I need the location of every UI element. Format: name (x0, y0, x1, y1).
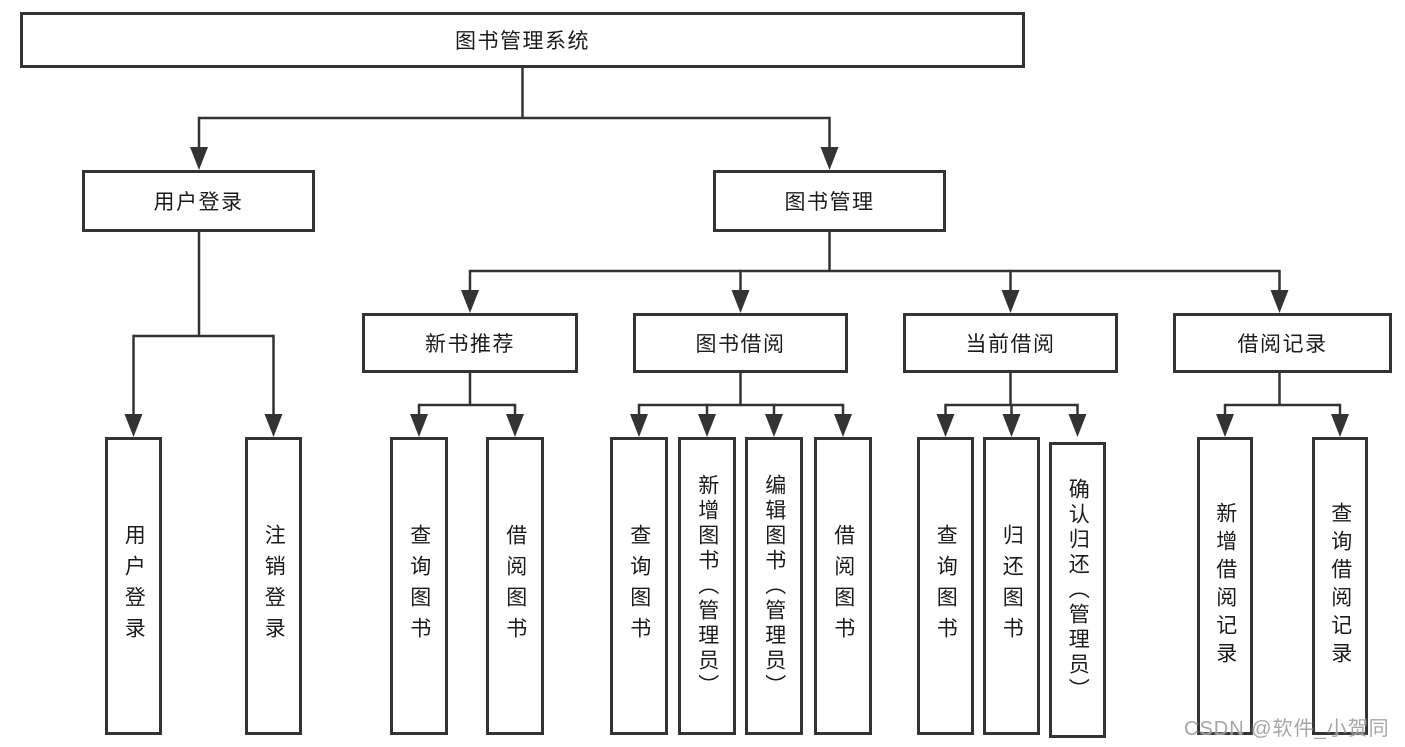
leaf-newbooks-borrow-books-label: 借阅图书 (503, 524, 527, 648)
leaf-newbooks-borrow-books: 借阅图书 (486, 437, 544, 735)
node-new-book-recommend: 新书推荐 (362, 313, 578, 373)
node-current-borrowing: 当前借阅 (903, 313, 1118, 373)
leaf-borrowing-query-books: 查询图书 (610, 437, 668, 735)
leaf-current-confirm-return-admin-label: 确认归还（管理员） (1066, 477, 1090, 703)
arrowheads-level3 (461, 290, 1289, 313)
leaf-borrowing-borrow-books: 借阅图书 (814, 437, 872, 735)
leaf-current-query-books: 查询图书 (917, 437, 974, 735)
csdn-watermark: CSDN @软件_小贺同学 (1184, 718, 1390, 740)
leaf-records-query-record: 查询借阅记录 (1312, 437, 1368, 735)
leaf-borrowing-add-book-admin-label: 新增图书（管理员） (695, 473, 719, 699)
connector-borrow-records-group (1223, 371, 1342, 417)
node-borrow-records: 借阅记录 (1173, 313, 1392, 373)
node-user-login: 用户登录 (82, 170, 315, 232)
leaf-newbooks-query-books: 查询图书 (390, 437, 448, 735)
leaf-logout-label: 注销登录 (262, 524, 286, 648)
leaf-borrowing-add-book-admin: 新增图书（管理员） (678, 437, 736, 735)
connector-current-borrowing-group (944, 371, 1079, 417)
leaf-records-add-record-label: 新增借阅记录 (1213, 502, 1237, 670)
arrowheads-user-login-group (124, 414, 283, 437)
node-root: 图书管理系统 (20, 12, 1025, 68)
node-book-borrowing: 图书借阅 (633, 313, 848, 373)
arrowheads-level2 (190, 147, 839, 170)
arrowheads-leaves (410, 414, 1349, 437)
leaf-borrowing-edit-book-admin-label: 编辑图书（管理员） (762, 473, 786, 699)
leaf-newbooks-query-books-label: 查询图书 (407, 524, 431, 648)
connector-book-mgmt-to-level3 (468, 231, 1281, 293)
leaf-borrowing-borrow-books-label: 借阅图书 (831, 524, 855, 648)
node-book-borrowing-label: 图书借阅 (695, 333, 786, 356)
leaf-logout: 注销登录 (245, 437, 302, 735)
connector-root-to-level2 (197, 66, 831, 150)
leaf-current-return-books-label: 归还图书 (1000, 524, 1024, 648)
node-book-management-label: 图书管理 (784, 191, 875, 214)
leaf-records-add-record: 新增借阅记录 (1197, 437, 1253, 735)
node-current-borrowing-label: 当前借阅 (965, 333, 1056, 356)
node-root-label: 图书管理系统 (455, 30, 590, 53)
leaf-user-login: 用户登录 (105, 437, 162, 735)
node-borrow-records-label: 借阅记录 (1237, 333, 1328, 356)
node-user-login-label: 用户登录 (153, 191, 244, 214)
leaf-current-query-books-label: 查询图书 (934, 524, 958, 648)
leaf-borrowing-edit-book-admin: 编辑图书（管理员） (745, 437, 803, 735)
leaf-borrowing-query-books-label: 查询图书 (627, 524, 651, 648)
leaf-records-query-record-label: 查询借阅记录 (1328, 502, 1352, 670)
leaf-current-return-books: 归还图书 (983, 437, 1040, 735)
connector-book-borrowing-group (637, 371, 845, 417)
node-new-book-recommend-label: 新书推荐 (425, 333, 515, 356)
connector-user-login-group (132, 231, 275, 417)
leaf-user-login-label: 用户登录 (122, 524, 146, 648)
connector-new-books-group (417, 371, 517, 417)
leaf-current-confirm-return-admin: 确认归还（管理员） (1049, 442, 1106, 738)
node-book-management: 图书管理 (713, 170, 946, 232)
